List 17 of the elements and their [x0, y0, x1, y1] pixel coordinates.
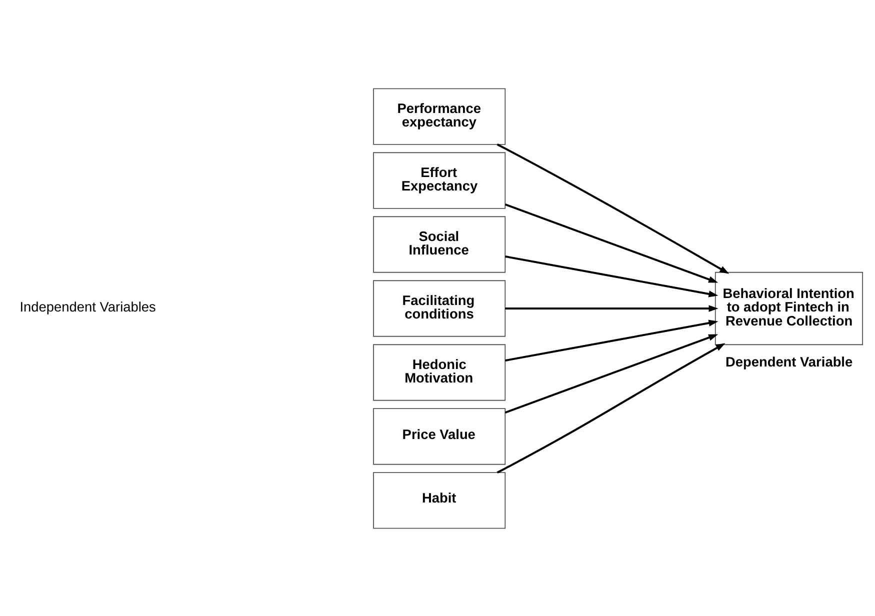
label: Independent Variables [20, 299, 156, 314]
node-box: Price Value [373, 408, 506, 464]
node-box: Hedonic Motivation [373, 344, 506, 400]
arrow [505, 304, 718, 312]
arrow [496, 143, 730, 274]
node-box: Habit [373, 472, 506, 528]
node-label: Dependent Variable [725, 354, 853, 370]
arrow [504, 203, 718, 282]
node-box: Behavioral Intention to adopt Fintech in Revenue Collection [714, 271, 864, 345]
node-box: Facilitating conditions [373, 280, 506, 336]
arrow [504, 334, 718, 413]
arrow [505, 254, 718, 297]
arrow [496, 342, 726, 473]
node-box: Effort Expectancy [373, 152, 506, 208]
node-box: Social Influence [373, 216, 506, 272]
arrow [505, 319, 718, 362]
node-box: Performance expectancy [373, 88, 506, 144]
